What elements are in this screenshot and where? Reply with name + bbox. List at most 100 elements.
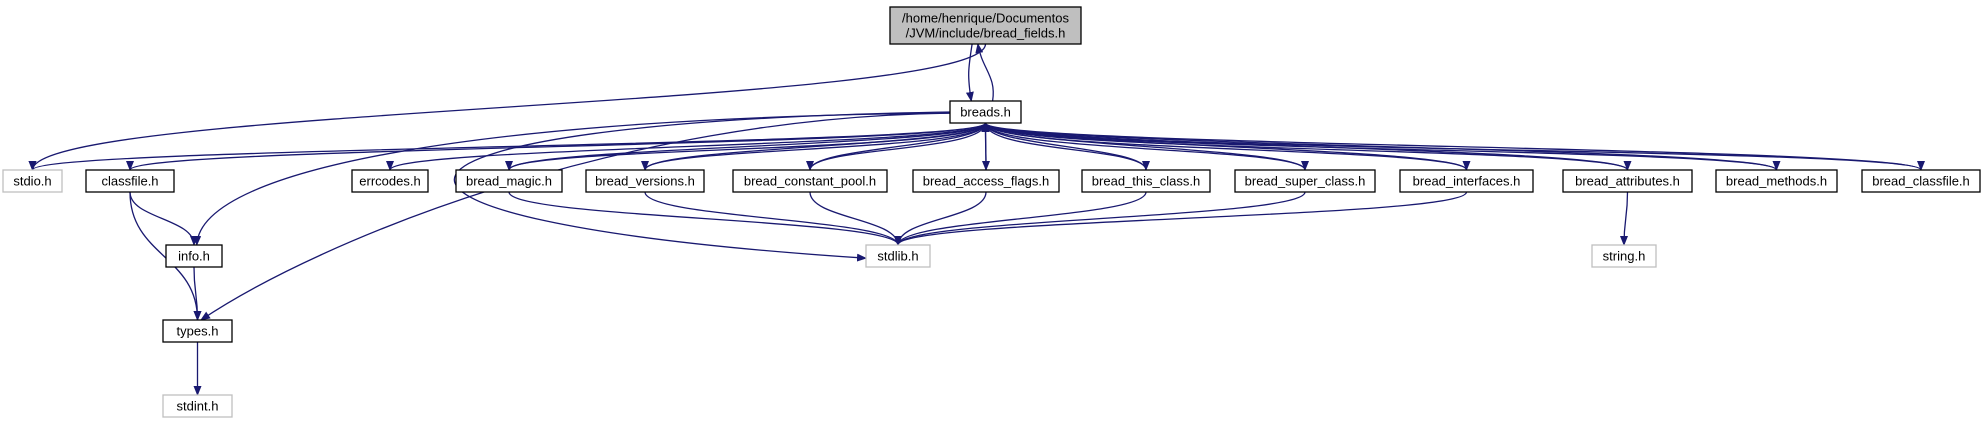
node-label-bread-magic: bread_magic.h [466,174,552,189]
node-label-bread-versions: bread_versions.h [595,174,695,189]
node-types[interactable]: types.h [162,319,233,343]
node-bread-methods[interactable]: bread_methods.h [1715,169,1838,193]
node-string: string.h [1591,244,1657,268]
edge-bread_interfaces-to-breads [981,122,1468,171]
node-layer: /home/henrique/Documentos/JVM/include/br… [2,6,1981,418]
edge-line-bread_interfaces-to-stdlib [894,191,1468,246]
edge-layer [28,43,1925,396]
edge-line-root-to-stdio [28,43,987,171]
node-box-bread-methods[interactable] [1715,169,1838,193]
edge-bread_magic-to-stdlib [508,191,902,246]
node-label-classfile: classfile.h [101,174,158,189]
node-box-bread-interfaces[interactable] [1399,169,1534,193]
node-box-errcodes[interactable] [351,169,429,193]
edge-line-bread_super_class-to-breads [981,122,1306,171]
edge-line-info-to-types [193,266,202,321]
node-box-bread-classfile[interactable] [1861,169,1981,193]
node-label-bread-constant-pool: bread_constant_pool.h [744,174,876,189]
node-label-errcodes: errcodes.h [359,174,420,189]
edge-line-bread_super_class-to-stdlib [894,191,1306,246]
node-box-string [1591,244,1657,268]
node-breads[interactable]: breads.h [949,100,1022,124]
node-bread-versions[interactable]: bread_versions.h [585,169,705,193]
node-box-bread-super-class[interactable] [1234,169,1376,193]
node-box-bread-magic[interactable] [455,169,563,193]
node-bread-access-flags[interactable]: bread_access_flags.h [912,169,1060,193]
node-label-bread-access-flags: bread_access_flags.h [923,174,1049,189]
edge-bread_this_class-to-breads [981,122,1147,171]
edge-line-bread_versions-to-stdlib [644,191,902,246]
node-label-stdlib: stdlib.h [877,249,918,264]
edge-line-breads-to-bread_classfile [984,122,1925,171]
edge-line-classfile-to-types [129,191,202,321]
edge-breads-to-classfile [126,122,987,171]
node-box-stdint [162,394,233,418]
edge-bread_attributes-to-breads [981,122,1629,171]
edge-classfile-to-info [129,191,198,246]
edge-info-to-types [193,266,202,321]
node-bread-interfaces[interactable]: bread_interfaces.h [1399,169,1534,193]
edge-line-bread_magic-to-stdlib [508,191,902,246]
edge-line-bread_methods-to-breads [981,122,1778,171]
node-box-bread-this-class[interactable] [1081,169,1211,193]
edge-bread_methods-to-breads [981,122,1778,171]
node-box-types[interactable] [162,319,233,343]
node-label-bread-this-class: bread_this_class.h [1092,174,1200,189]
edge-line-breads-to-classfile [126,122,987,171]
edge-bread_attributes-to-string [1620,191,1629,246]
node-bread-magic[interactable]: bread_magic.h [455,169,563,193]
edge-line-bread_classfile-to-breads [981,122,1922,171]
edge-bread_super_class-to-stdlib [894,191,1306,246]
node-bread-super-class[interactable]: bread_super_class.h [1234,169,1376,193]
node-box-info[interactable] [165,244,223,268]
node-bread-this-class[interactable]: bread_this_class.h [1081,169,1211,193]
node-stdint: stdint.h [162,394,233,418]
node-label-bread-classfile: bread_classfile.h [1872,174,1970,189]
edge-bread_versions-to-stdlib [644,191,902,246]
node-label-string: string.h [1603,249,1646,264]
edge-root-to-stdio [28,43,987,171]
edge-bread_access_flags-to-breads [981,122,990,171]
node-stdio: stdio.h [2,169,63,193]
edge-line-breads-to-info [193,112,951,246]
node-box-root[interactable] [889,6,1082,45]
edge-breads-to-errcodes [386,122,987,171]
node-stdlib: stdlib.h [865,244,931,268]
edge-line-bread_constant_pool-to-breads [809,122,990,171]
node-box-bread-attributes[interactable] [1562,169,1693,193]
edge-line-bread_this_class-to-breads [981,122,1147,171]
edge-line-bread_attributes-to-breads [981,122,1629,171]
edge-bread_magic-to-breads [508,122,990,171]
edge-classfile-to-types [129,191,202,321]
edge-line-bread_magic-to-breads [508,122,990,171]
node-bread-classfile[interactable]: bread_classfile.h [1861,169,1981,193]
edge-bread_super_class-to-breads [981,122,1306,171]
node-errcodes[interactable]: errcodes.h [351,169,429,193]
edge-line-breads-to-root [975,43,994,102]
node-box-bread-access-flags[interactable] [912,169,1060,193]
edge-line-bread_access_flags-to-breads [981,122,990,171]
edge-root-to-breads [965,43,974,102]
node-box-bread-constant-pool[interactable] [732,169,888,193]
node-root[interactable]: /home/henrique/Documentos/JVM/include/br… [889,6,1082,45]
edge-line-bread_versions-to-breads [644,122,990,171]
edge-breads-to-bread_classfile [984,122,1925,171]
node-label-root-line-1: /home/henrique/Documentos [902,11,1069,26]
node-box-classfile[interactable] [85,169,175,193]
node-info[interactable]: info.h [165,244,223,268]
node-label-types: types.h [177,324,219,339]
node-label-breads: breads.h [960,105,1011,120]
node-bread-constant-pool[interactable]: bread_constant_pool.h [732,169,888,193]
edge-line-root-to-breads [965,43,974,102]
edge-line-breads-to-errcodes [386,122,987,171]
node-classfile[interactable]: classfile.h [85,169,175,193]
edge-line-bread_interfaces-to-breads [981,122,1468,171]
node-label-bread-methods: bread_methods.h [1726,174,1827,189]
node-box-bread-versions[interactable] [585,169,705,193]
node-label-bread-interfaces: bread_interfaces.h [1413,174,1521,189]
edge-bread_versions-to-breads [644,122,990,171]
node-label-bread-attributes: bread_attributes.h [1575,174,1680,189]
edge-line-classfile-to-info [129,191,198,246]
node-box-breads[interactable] [949,100,1022,124]
node-bread-attributes[interactable]: bread_attributes.h [1562,169,1693,193]
